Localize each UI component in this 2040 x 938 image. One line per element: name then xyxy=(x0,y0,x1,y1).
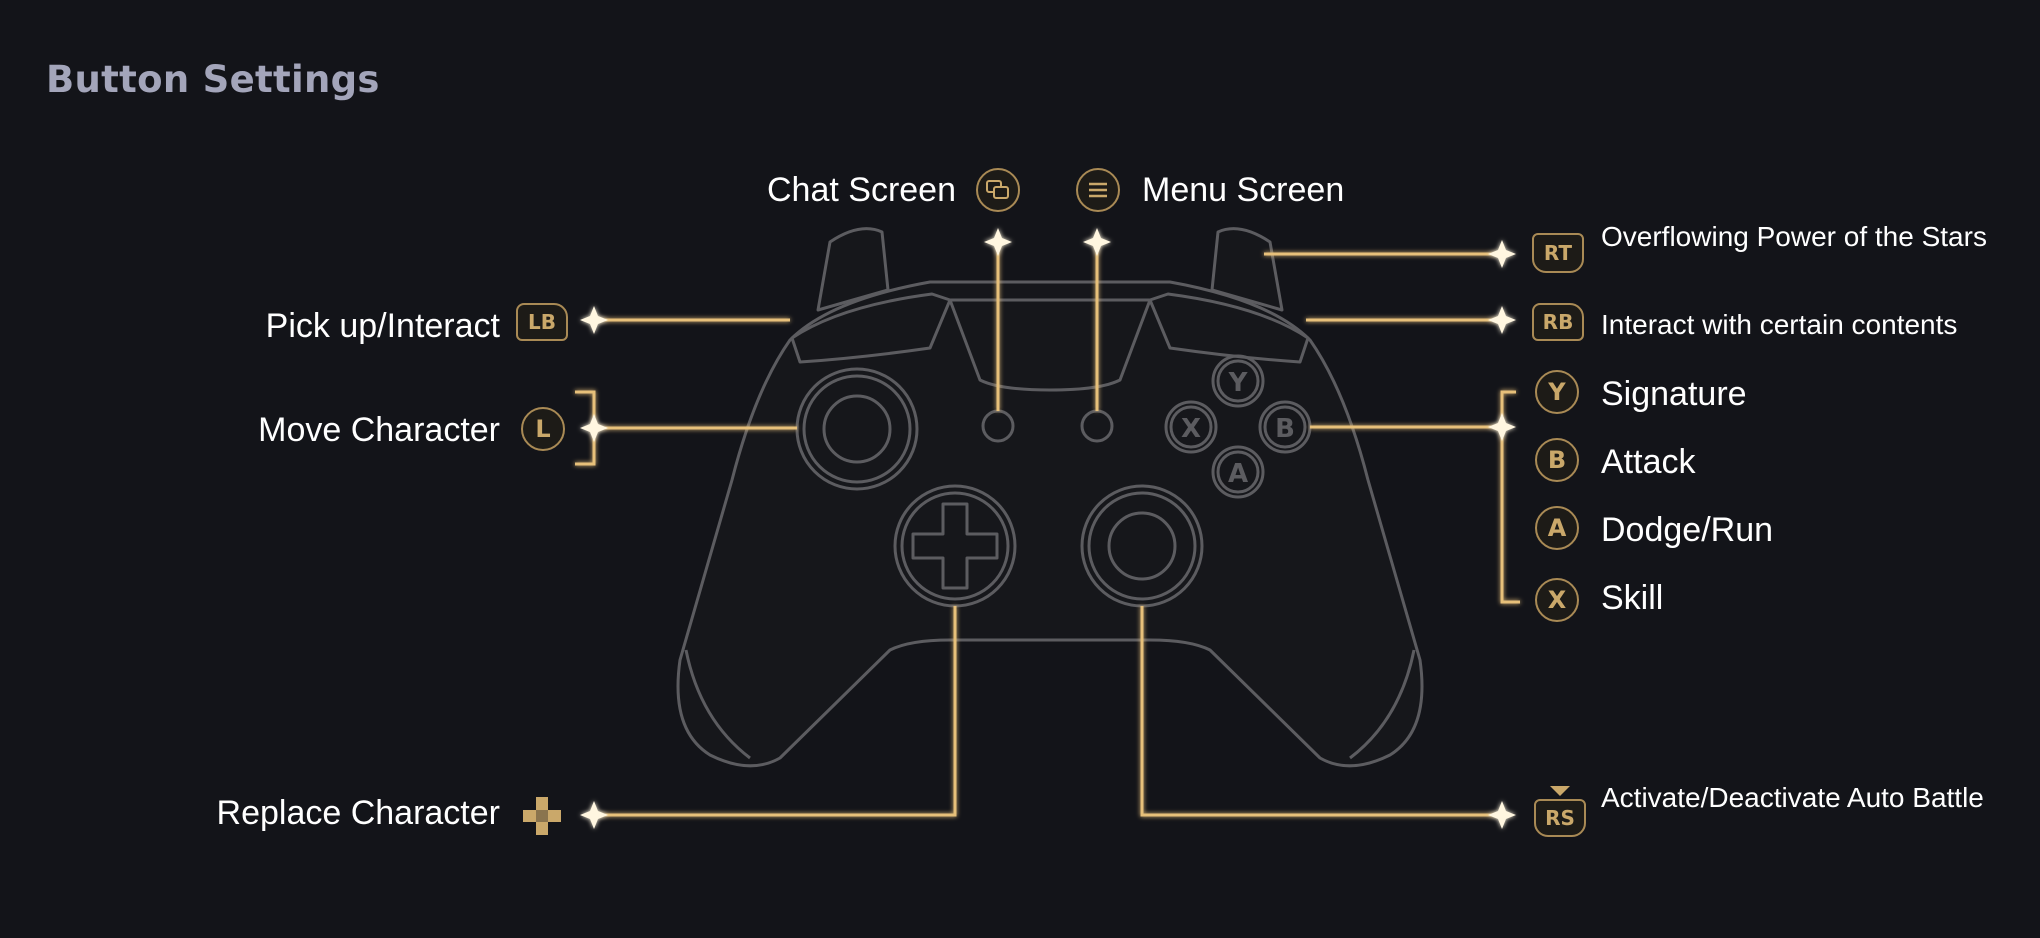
rb-glyph: RB xyxy=(1532,303,1584,341)
rt-sparkle xyxy=(1488,240,1516,268)
l-stick-label: Move Character xyxy=(258,411,500,449)
a-button-letter: A xyxy=(1228,459,1248,489)
chat-windows-icon xyxy=(976,168,1020,212)
rb-sparkle xyxy=(1488,306,1516,334)
rs-label: Activate/Deactivate Auto Battle xyxy=(1601,782,1984,813)
x-label: Skill xyxy=(1601,579,1664,617)
chat-screen-label: Chat Screen xyxy=(767,171,956,209)
x-button-ring xyxy=(1164,400,1218,454)
right-stick-ring-inner xyxy=(1087,491,1197,601)
a-button-ring xyxy=(1211,445,1265,499)
dpad-sparkle xyxy=(580,801,608,829)
menu-lines-icon xyxy=(1076,168,1120,212)
rs-glyph: RS xyxy=(1534,799,1586,837)
dpad-ring-inner xyxy=(900,491,1010,601)
center-panel xyxy=(948,298,1152,392)
a-glyph: A xyxy=(1535,506,1579,550)
controller-body xyxy=(676,280,1424,768)
y-button-ring xyxy=(1211,354,1265,408)
left-stick-ring-inner xyxy=(802,374,912,484)
right-grip-line xyxy=(1349,649,1416,760)
left-trigger xyxy=(816,227,890,312)
menu-sparkle xyxy=(1083,228,1111,256)
dpad-label: Replace Character xyxy=(216,794,500,832)
b-glyph: B xyxy=(1535,438,1579,482)
l-stick-glyph: L xyxy=(521,407,565,451)
y-glyph: Y xyxy=(1535,370,1579,414)
y-button-letter: Y xyxy=(1228,368,1249,398)
dpad-cross xyxy=(911,502,999,590)
b-label: Attack xyxy=(1601,443,1696,481)
a-label: Dodge/Run xyxy=(1601,511,1774,549)
right-trigger xyxy=(1210,227,1284,312)
y-label: Signature xyxy=(1601,375,1747,413)
rt-label: Overflowing Power of the Stars xyxy=(1601,221,1987,252)
chat-sparkle xyxy=(984,228,1012,256)
face-sparkle xyxy=(1488,413,1516,441)
l-stick-sparkle xyxy=(580,414,608,442)
page-title: Button Settings xyxy=(46,58,380,101)
rt-glyph: RT xyxy=(1532,233,1584,273)
lb-glyph: LB xyxy=(516,303,568,341)
rs-press-arrow-icon xyxy=(1550,786,1570,796)
menu-screen-label: Menu Screen xyxy=(1142,171,1345,209)
dpad-icon xyxy=(518,792,566,840)
left-grip-line xyxy=(684,649,751,760)
right-stick-cap xyxy=(1107,511,1177,581)
left-stick-cap xyxy=(822,394,892,464)
lb-label: Pick up/Interact xyxy=(265,307,500,345)
x-glyph: X xyxy=(1535,578,1579,622)
lb-sparkle xyxy=(580,306,608,334)
rb-label: Interact with certain contents xyxy=(1601,309,1958,340)
rs-glyph-wrapper: RS xyxy=(1532,782,1588,840)
x-button-letter: X xyxy=(1181,414,1201,444)
b-button-letter: B xyxy=(1275,414,1295,444)
rs-sparkle xyxy=(1488,801,1516,829)
